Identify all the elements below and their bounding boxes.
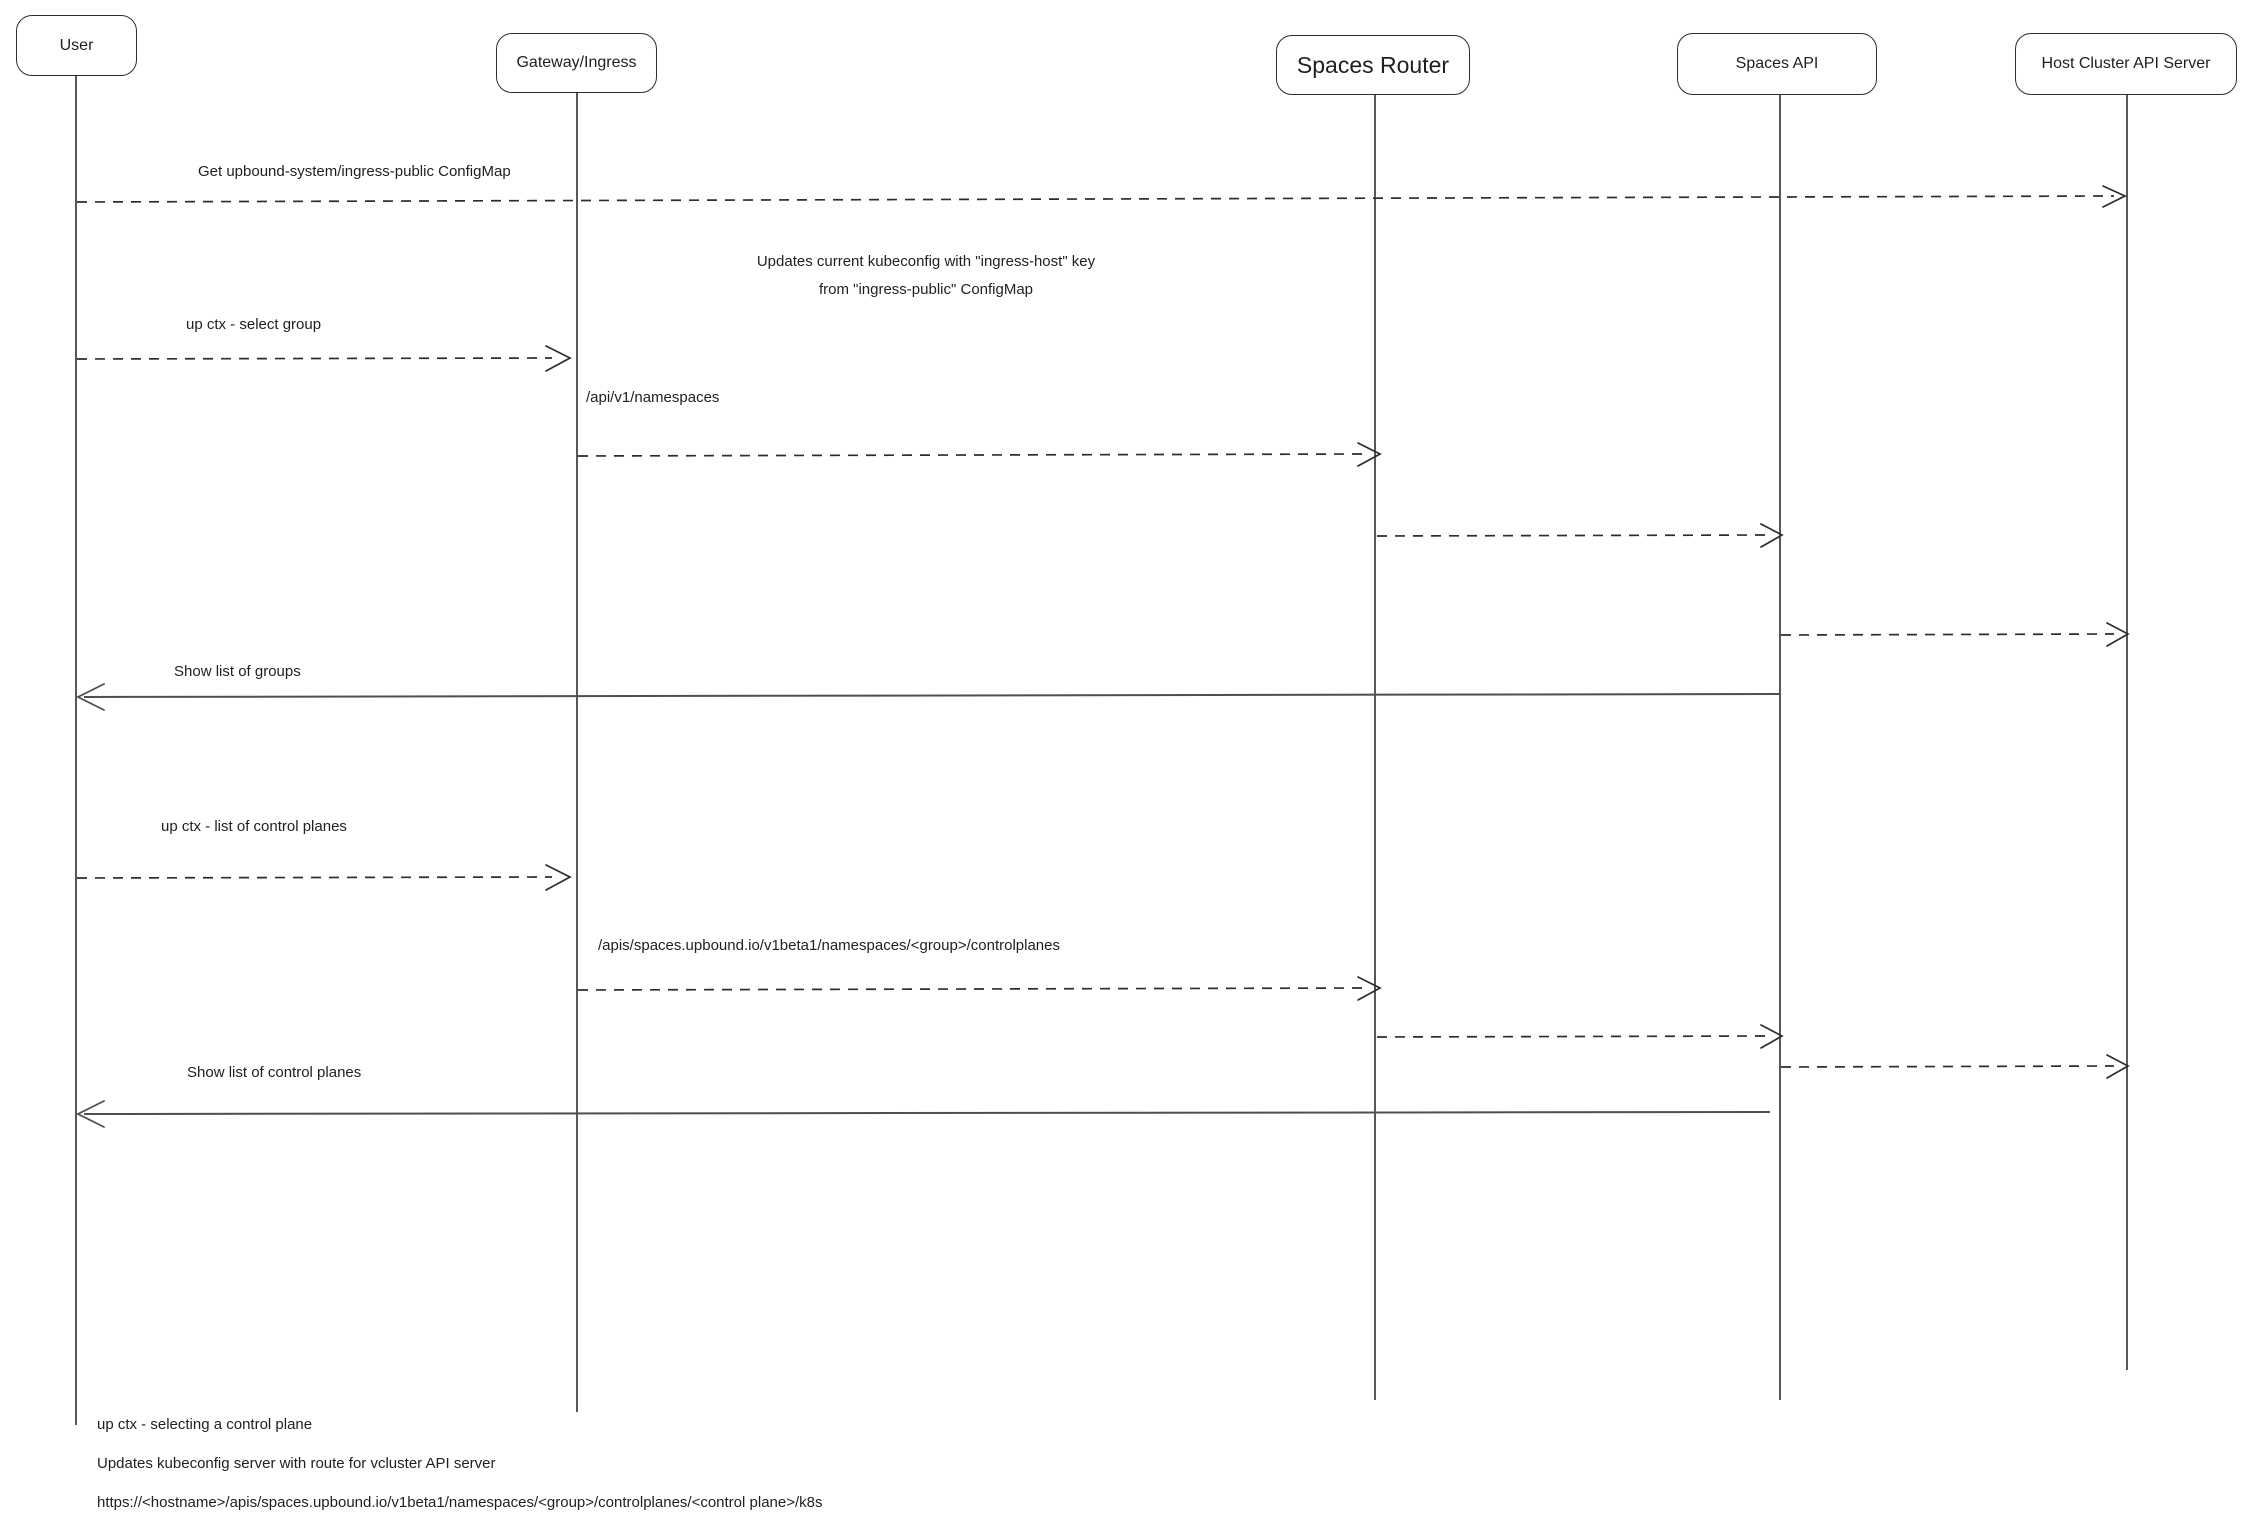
- actor-label: Spaces API: [1735, 55, 1819, 72]
- actor-box-host-cluster-api-server: Host Cluster API Server: [2015, 33, 2237, 95]
- message-label-0: Get upbound-system/ingress-public Config…: [198, 163, 511, 180]
- message-line-4: [1780, 633, 2115, 636]
- actor-box-spaces-router: Spaces Router: [1276, 35, 1470, 95]
- arrowhead-right-icon: [2102, 185, 2127, 208]
- note-line-1: Updates current kubeconfig with "ingress…: [756, 253, 1096, 270]
- arrowhead-right-icon: [545, 864, 572, 891]
- arrowhead-right-icon: [2106, 1054, 2130, 1079]
- message-label-6: up ctx - list of control planes: [161, 818, 347, 835]
- message-line-0: [76, 195, 2115, 203]
- arrowhead-right-icon: [1760, 1024, 1784, 1049]
- message-line-6: [76, 876, 553, 879]
- message-line-9: [1780, 1065, 2115, 1068]
- message-line-7: [577, 987, 1365, 991]
- arrowhead-right-icon: [1357, 442, 1382, 467]
- message-label-10: Show list of control planes: [187, 1064, 362, 1081]
- message-label-2: /api/v1/namespaces: [586, 389, 720, 406]
- message-line-8: [1376, 1035, 1769, 1038]
- arrowhead-right-icon: [545, 345, 572, 372]
- footnote-1: Updates kubeconfig server with route for…: [97, 1455, 496, 1472]
- note-line-2: from "ingress-public" ConfigMap: [818, 281, 1034, 298]
- actor-box-user: User: [16, 15, 137, 76]
- actor-box-spaces-api: Spaces API: [1677, 33, 1877, 95]
- message-line-1: [76, 357, 553, 360]
- footnote-2: https://<hostname>/apis/spaces.upbound.i…: [97, 1494, 823, 1511]
- message-label-7: /apis/spaces.upbound.io/v1beta1/namespac…: [598, 937, 1060, 954]
- actor-box-gateway-ingress: Gateway/Ingress: [496, 33, 657, 93]
- arrowhead-right-icon: [1760, 523, 1784, 548]
- message-line-5: [83, 693, 1782, 698]
- arrowhead-left-icon: [75, 1100, 105, 1128]
- message-label-5: Show list of groups: [174, 663, 301, 680]
- arrowhead-right-icon: [1357, 976, 1382, 1001]
- actor-label: User: [59, 36, 94, 54]
- message-line-10: [83, 1111, 1771, 1115]
- arrowhead-right-icon: [2106, 622, 2130, 647]
- actor-label: Host Cluster API Server: [2041, 55, 2211, 72]
- message-line-2: [577, 453, 1365, 457]
- actor-label: Gateway/Ingress: [516, 54, 637, 71]
- note: Updates current kubeconfig with "ingress…: [757, 248, 1095, 304]
- message-line-3: [1376, 534, 1769, 537]
- actor-label: Spaces Router: [1296, 51, 1450, 78]
- footnote-0: up ctx - selecting a control plane: [97, 1416, 313, 1433]
- message-label-1: up ctx - select group: [186, 316, 322, 333]
- arrowhead-left-icon: [75, 683, 105, 711]
